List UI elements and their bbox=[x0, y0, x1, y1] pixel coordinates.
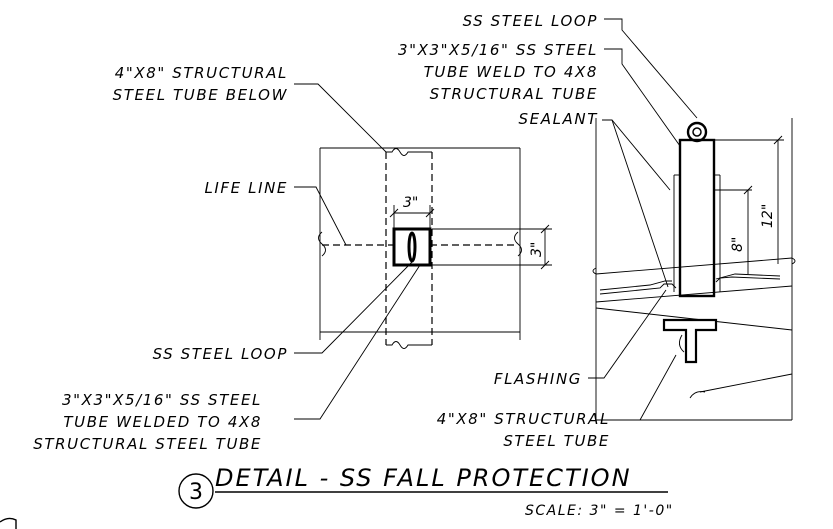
steel-loop-section bbox=[686, 121, 708, 143]
detail-number-bubble bbox=[178, 473, 214, 509]
detail-number: 3 bbox=[189, 480, 203, 505]
label-structural-tube-1: 4"X8" STRUCTURAL bbox=[437, 410, 610, 428]
leader-sealant-1 bbox=[602, 119, 671, 191]
label-sealant: SEALANT bbox=[519, 110, 599, 128]
plan-height-dimension: 3" bbox=[432, 224, 552, 270]
detail-scale: SCALE: 3" = 1'-0" bbox=[525, 503, 674, 519]
label-tube-below-2: STEEL TUBE BELOW bbox=[113, 86, 288, 104]
leader-tube-welded bbox=[294, 264, 421, 420]
label-tube-welded-3: STRUCTURAL STEEL TUBE bbox=[33, 435, 262, 453]
steel-tube-section bbox=[673, 138, 721, 298]
leader-sealant-2 bbox=[611, 119, 669, 288]
label-flashing: FLASHING bbox=[494, 370, 582, 388]
label-tube-weld-3: STRUCTURAL TUBE bbox=[430, 85, 598, 103]
section-view: 8" 12" SS STEEL LOOP 3"X3"X5/16" SS STEE… bbox=[398, 12, 796, 450]
plan-height-label: 3" bbox=[529, 242, 545, 257]
steel-loop-plan bbox=[407, 231, 417, 263]
leader-loop-section bbox=[604, 18, 698, 119]
label-loop-section: SS STEEL LOOP bbox=[463, 12, 598, 30]
partial-bubble bbox=[0, 517, 17, 529]
leader-tube-weld bbox=[604, 48, 681, 147]
label-tube-welded-1: 3"X3"X5/16" SS STEEL bbox=[62, 391, 262, 409]
plan-width-label: 3" bbox=[403, 195, 418, 211]
dim-12-label: 12" bbox=[760, 204, 776, 228]
plan-view: 3" 3" 4"X8" STRUCTURAL STEEL TUBE BELOW … bbox=[33, 64, 552, 453]
title-block: 3 DETAIL - SS FALL PROTECTION SCALE: 3" … bbox=[178, 464, 674, 519]
label-life-line: LIFE LINE bbox=[204, 179, 288, 197]
leader-loop-plan bbox=[294, 261, 413, 354]
leader-tube-below bbox=[294, 83, 387, 153]
structural-tube-t bbox=[662, 318, 718, 364]
dim-8-label: 8" bbox=[730, 237, 746, 252]
life-line bbox=[318, 231, 522, 257]
detail-title: DETAIL - SS FALL PROTECTION bbox=[215, 464, 632, 492]
label-tube-welded-2: TUBE WELDED TO 4X8 bbox=[63, 413, 262, 431]
label-structural-tube-2: STEEL TUBE bbox=[503, 432, 610, 450]
label-tube-weld-2: TUBE WELD TO 4X8 bbox=[424, 63, 598, 81]
leader-flashing bbox=[588, 289, 667, 379]
label-loop-plan: SS STEEL LOOP bbox=[153, 345, 288, 363]
steel-tube-3x3-plan bbox=[392, 227, 432, 267]
leader-life-line bbox=[294, 186, 347, 246]
label-tube-weld-1: 3"X3"X5/16" SS STEEL bbox=[398, 41, 598, 59]
leader-structural-tube bbox=[617, 354, 677, 421]
structural-tube-below bbox=[385, 148, 433, 349]
plan-width-dimension: 3" bbox=[389, 195, 435, 228]
section-dimensions: 8" 12" bbox=[714, 135, 784, 274]
label-tube-below-1: 4"X8" STRUCTURAL bbox=[115, 64, 288, 82]
